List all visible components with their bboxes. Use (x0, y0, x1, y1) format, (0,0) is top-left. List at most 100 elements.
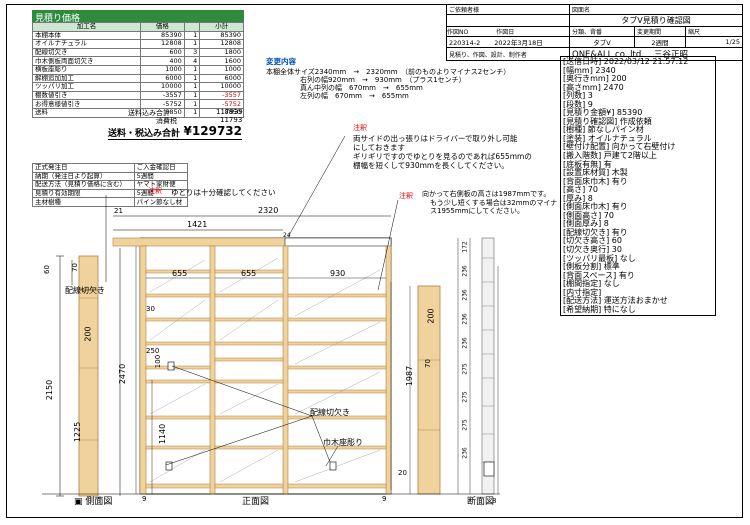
spec-line: [背面スペース] 有り (563, 270, 635, 280)
estimate-cell-subtotal: 8850 (199, 107, 244, 118)
dim-60: 60 (42, 265, 51, 274)
spec-line: [側板分割] 標準 (563, 262, 620, 272)
spec-line: [配線切欠き] 有り (563, 227, 628, 237)
order-info-value: パイン節なし材 (133, 197, 189, 207)
note2-line: ギリギリですのでゆとりを見るのであれば655mmの (353, 152, 532, 161)
dim-30: 30 (146, 305, 155, 313)
summary-shipping-label: 送料込み合計 (128, 109, 170, 117)
sec-dim-3: 236 (461, 289, 469, 301)
note2-line: にしておきます (353, 143, 406, 152)
dim-250: 250 (146, 347, 160, 355)
order-info-row: 主材樹種パイン節なし材 (32, 197, 189, 207)
spec-list: [送信日時] 2022/03/12 21:57:12[幅mm] 2340[奥行き… (560, 56, 716, 317)
estimate-cell-name: 送料 (31, 107, 142, 118)
sec-dim-1: 172 (461, 241, 469, 253)
spec-line: [切欠き奥行] 30 (563, 245, 622, 255)
note2-tag: 注釈 (353, 124, 367, 132)
side-dim-70: 70 (423, 359, 432, 368)
spec-line: [列数] 3 (563, 91, 593, 101)
spec-line: [高さ] 70 (563, 185, 598, 195)
note1-tag: 注釈 (148, 187, 162, 195)
summary-tax-label: 消費税 (156, 117, 177, 125)
estimate-title: 見積り価格 (32, 10, 244, 24)
dim-col1: 655 (172, 269, 188, 278)
front-view (80, 135, 399, 495)
side-dim-20: 20 (398, 469, 407, 477)
label-section-view: 断面図 (467, 497, 495, 507)
note3-line: 向かって右側板の高さは1987mmです。 (422, 190, 551, 198)
note2-line: 両サイドの出っ張りはドライバーで取り外し可能 (353, 134, 518, 143)
sec-dim-5: 236 (461, 337, 469, 349)
summary-shipping-value: 117939 (216, 108, 243, 116)
dim-top-left: 1421 (187, 220, 208, 229)
spec-line: [厚み] 8 (563, 193, 593, 203)
dim-col3: 930 (330, 269, 346, 278)
change-line-1: 本棚全体サイズ2340mm → 2320mm （前のものよりマイナス2センチ） (266, 68, 511, 76)
label-side-view: ▣ 側面図 (74, 497, 113, 507)
change-lines: 本棚全体サイズ2340mm → 2320mm （前のものよりマイナス2センチ） … (266, 68, 510, 100)
dim-col2: 655 (241, 269, 257, 278)
note3-tag: 注釈 (399, 192, 413, 200)
side-view (56, 248, 121, 503)
order-info-table: 正式発注日ご入金確認日納期（発注日より起算）5週間配送方法（見積り価格に含む）ヤ… (32, 163, 189, 207)
spec-line: [搬入階数] 戸建て2階以上 (563, 151, 657, 161)
dim-24: 24 (283, 232, 291, 239)
grand-total-row: 送料・税込み合計 ¥129732 (108, 124, 242, 140)
grand-total-label: 送料・税込み合計 (108, 129, 181, 139)
spec-line: [背面床巾木] 有り (563, 176, 628, 186)
sec-dim-7: 275 (461, 391, 469, 403)
sec-dim-8: 275 (461, 419, 469, 431)
spec-line: [奥行きmm] 200 (563, 74, 627, 84)
spec-line: [壁付け配置] 向かって右壁付け (563, 142, 676, 152)
spec-line: [配送方法] 運送方法おまかせ (563, 296, 668, 306)
label-baseboard-cut: 巾木座彫り (323, 438, 363, 447)
author: 三谷正昭 (653, 50, 688, 60)
grand-total-value: ¥129732 (183, 124, 242, 138)
dim-9a: 9 (142, 495, 147, 503)
dim-1225: 1225 (73, 421, 83, 443)
work-no: 220314-2 (449, 39, 481, 47)
spec-line: [底板有無] 有 (563, 159, 612, 169)
drawing-frame (6, 4, 743, 518)
spec-line: [見積り金額¥] 85390 (563, 108, 643, 118)
maker: ONE&ALL co.,ltd. (572, 50, 644, 60)
spec-line: [棚間指定] なし (563, 279, 620, 289)
spec-line: [内寸指定] (563, 287, 602, 297)
spec-line: [希望納期] 特になし (563, 304, 636, 314)
spec-line: [段数] 9 (563, 99, 593, 109)
label-wiring-cut-left: 配線切欠き (65, 286, 105, 295)
spec-line: [高さmm] 2470 (563, 82, 624, 92)
spec-line: [側面高さ] 70 (563, 210, 614, 220)
spec-line: [塗装] オイルナチュラル (563, 133, 652, 143)
dim-200: 200 (83, 326, 93, 342)
sec-dim-6: 275 (461, 363, 469, 375)
note3-text: 向かって右側板の高さは1987mmです。 もう少し短くする場合は32mmのマイナ… (422, 190, 557, 216)
change-line-4: 左列の幅 670mm → 655mm (300, 92, 409, 100)
sec-dim-4: 236 (461, 313, 469, 325)
change-title: 変更内容 (266, 57, 296, 66)
dim-100: 100 (154, 354, 163, 369)
label-front-view: 正面図 (242, 497, 270, 507)
note2-text: 両サイドの出っ張りはドライバーで取り外し可能 にしておきます ギリギリですのでゆ… (353, 134, 532, 170)
section-view (457, 237, 499, 495)
spec-line: [設置床材質] 木製 (563, 168, 628, 178)
side-dim-200: 200 (426, 308, 436, 324)
spec-line: [切欠き高さ] 60 (563, 236, 622, 246)
estimate-cell-price: 8850 (140, 107, 185, 118)
dim-70: 70 (70, 263, 79, 272)
note1-text: ゆとりは十分確認してください (171, 188, 276, 197)
dim-21: 21 (114, 207, 123, 215)
side-dim-8: 8 (492, 497, 497, 505)
sec-dim-2: 236 (461, 265, 469, 277)
date-label: 作図日 (496, 29, 515, 36)
spec-line: [側面厚み] 8 (563, 219, 609, 229)
note2-line: 棚幅を短くして930mmを長くしてください。 (353, 161, 509, 170)
dim-2470: 2470 (118, 363, 128, 385)
spec-line: [幅mm] 2340 (563, 65, 616, 75)
dim-1987: 1987 (405, 365, 415, 387)
